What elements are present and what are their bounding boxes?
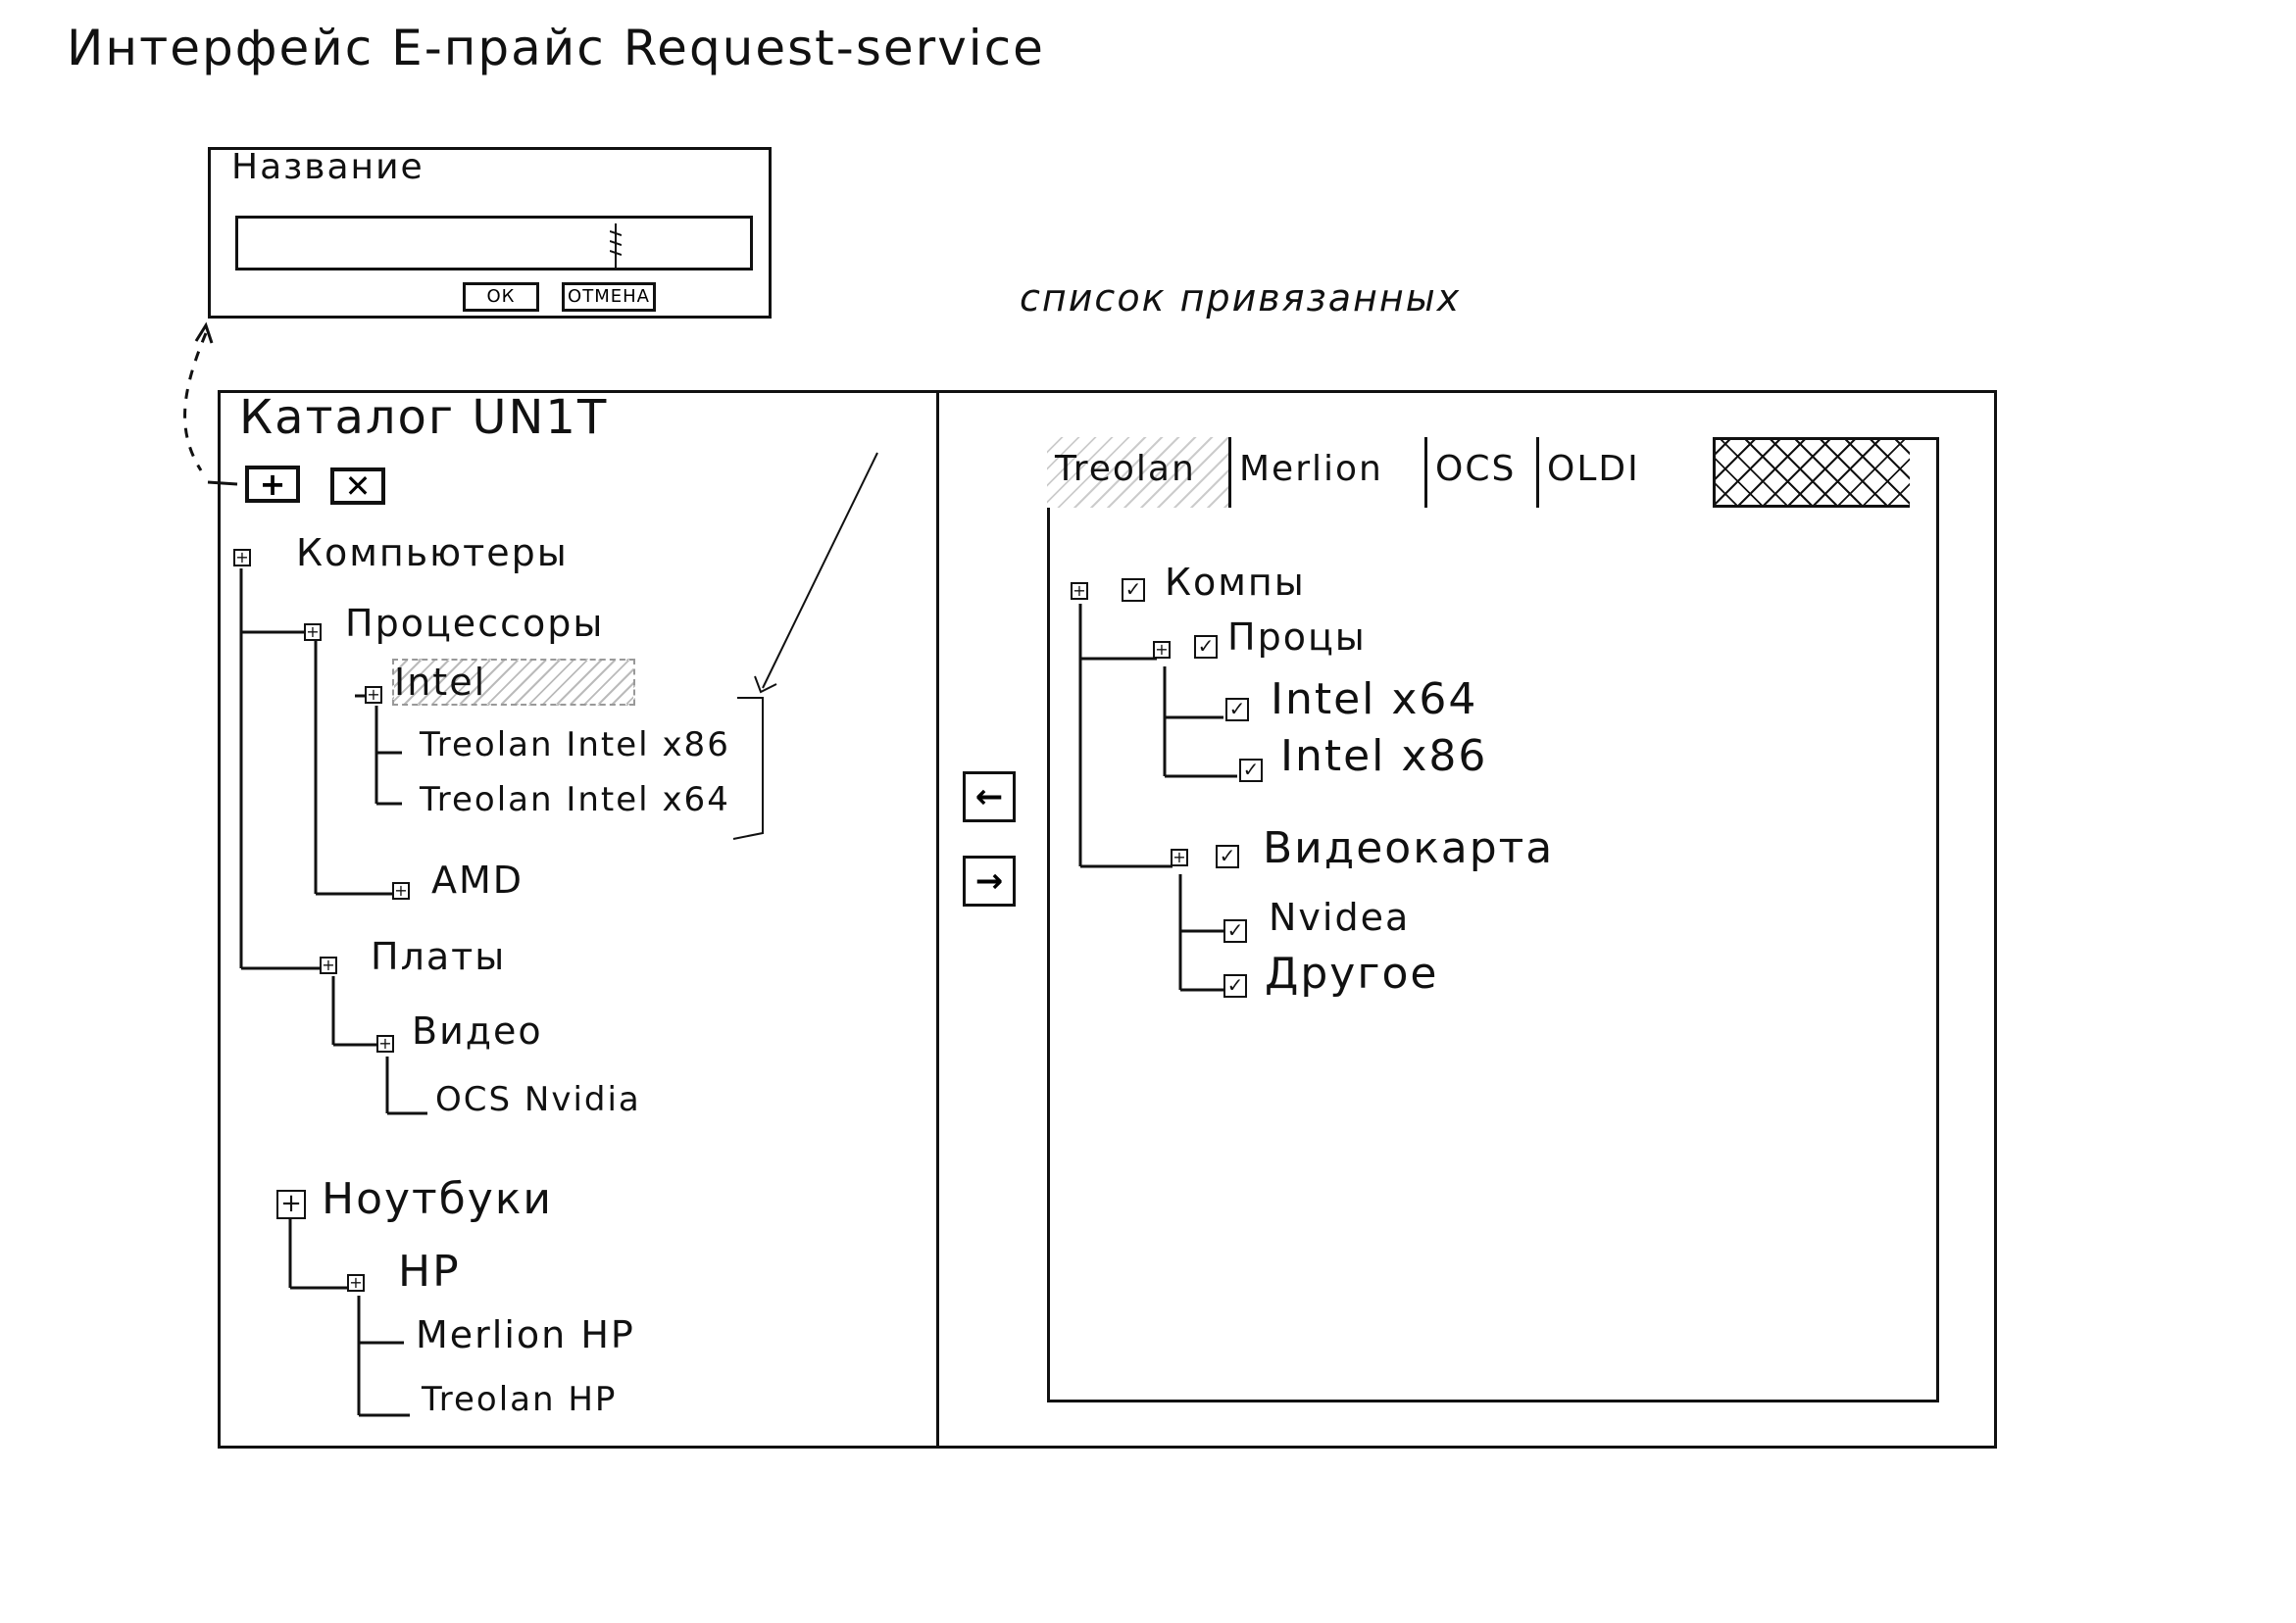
- linked-list-heading: список привязанных: [1020, 276, 1462, 320]
- tree-node-merlion-hp[interactable]: Merlion HP: [416, 1313, 635, 1356]
- tree-node-intel-selected[interactable]: Intel: [392, 659, 635, 706]
- tree-node-video[interactable]: Видео: [412, 1009, 543, 1053]
- tree-node-processors[interactable]: Процессоры: [345, 602, 605, 645]
- checkbox-checked-icon[interactable]: ✓: [1239, 759, 1263, 782]
- catalog-title: Каталог UN1T: [239, 390, 609, 445]
- expand-icon[interactable]: +: [1071, 582, 1088, 600]
- panel-splitter[interactable]: [936, 390, 939, 1449]
- tab-strip-filler: [1716, 437, 1910, 508]
- tab-merlion[interactable]: Merlion: [1231, 437, 1427, 508]
- linked-node-comps[interactable]: Компы: [1165, 561, 1306, 604]
- expand-icon[interactable]: +: [1153, 641, 1171, 659]
- tab-oldi[interactable]: OLDI: [1539, 437, 1716, 508]
- linked-node-procs[interactable]: Процы: [1227, 615, 1367, 659]
- tree-node-treolan-intel-x86[interactable]: Treolan Intel x86: [420, 725, 730, 764]
- tree-node-boards[interactable]: Платы: [371, 935, 507, 978]
- expand-icon[interactable]: +: [376, 1035, 394, 1053]
- tree-node-treolan-hp[interactable]: Treolan HP: [422, 1380, 618, 1419]
- checkbox-checked-icon[interactable]: ✓: [1122, 578, 1145, 602]
- expand-icon[interactable]: +: [304, 623, 322, 641]
- expand-icon[interactable]: +: [347, 1274, 365, 1292]
- delete-node-button[interactable]: ✕: [330, 467, 385, 505]
- expand-icon[interactable]: +: [392, 882, 410, 900]
- linked-node-intel-x86[interactable]: Intel x86: [1280, 731, 1488, 781]
- checkbox-checked-icon[interactable]: ✓: [1223, 919, 1247, 943]
- expand-icon[interactable]: +: [320, 957, 337, 974]
- tree-node-notebooks[interactable]: Ноутбуки: [322, 1174, 554, 1224]
- main-window-frame: [218, 390, 1997, 1449]
- tree-node-computers[interactable]: Компьютеры: [296, 531, 569, 574]
- text-cursor-icon: [610, 223, 622, 270]
- page-title: Интерфейс E-прайс Request-service: [67, 20, 1045, 76]
- expand-icon[interactable]: +: [365, 686, 382, 704]
- tab-treolan[interactable]: Treolan: [1047, 437, 1231, 508]
- expand-icon[interactable]: +: [276, 1190, 306, 1219]
- add-node-button[interactable]: +: [245, 466, 300, 503]
- tree-node-ocs-nvidia[interactable]: OCS Nvidia: [435, 1080, 641, 1119]
- cancel-button[interactable]: ОТМЕНА: [562, 282, 656, 312]
- tree-node-treolan-intel-x64[interactable]: Treolan Intel x64: [420, 780, 730, 819]
- ok-button[interactable]: ОК: [463, 282, 539, 312]
- expand-icon[interactable]: +: [233, 549, 251, 566]
- linked-node-videocard[interactable]: Видеокарта: [1263, 823, 1555, 873]
- tree-node-hp[interactable]: HP: [398, 1247, 461, 1297]
- checkbox-checked-icon[interactable]: ✓: [1225, 698, 1249, 721]
- name-input[interactable]: [235, 216, 753, 270]
- expand-icon[interactable]: +: [1171, 849, 1188, 866]
- linked-node-other[interactable]: Другое: [1265, 949, 1439, 999]
- checkbox-checked-icon[interactable]: ✓: [1194, 635, 1218, 659]
- supplier-tabs: Treolan Merlion OCS OLDI: [1047, 437, 1910, 508]
- checkbox-checked-icon[interactable]: ✓: [1223, 974, 1247, 998]
- tab-ocs[interactable]: OCS: [1427, 437, 1539, 508]
- tree-node-amd[interactable]: AMD: [431, 859, 524, 902]
- checkbox-checked-icon[interactable]: ✓: [1216, 845, 1239, 868]
- linked-node-nvidea[interactable]: Nvidea: [1269, 896, 1411, 939]
- linked-node-intel-x64[interactable]: Intel x64: [1271, 674, 1478, 724]
- name-label: Название: [231, 147, 424, 187]
- move-left-button[interactable]: ←: [963, 771, 1016, 822]
- name-dialog: [208, 147, 772, 319]
- move-right-button[interactable]: →: [963, 856, 1016, 907]
